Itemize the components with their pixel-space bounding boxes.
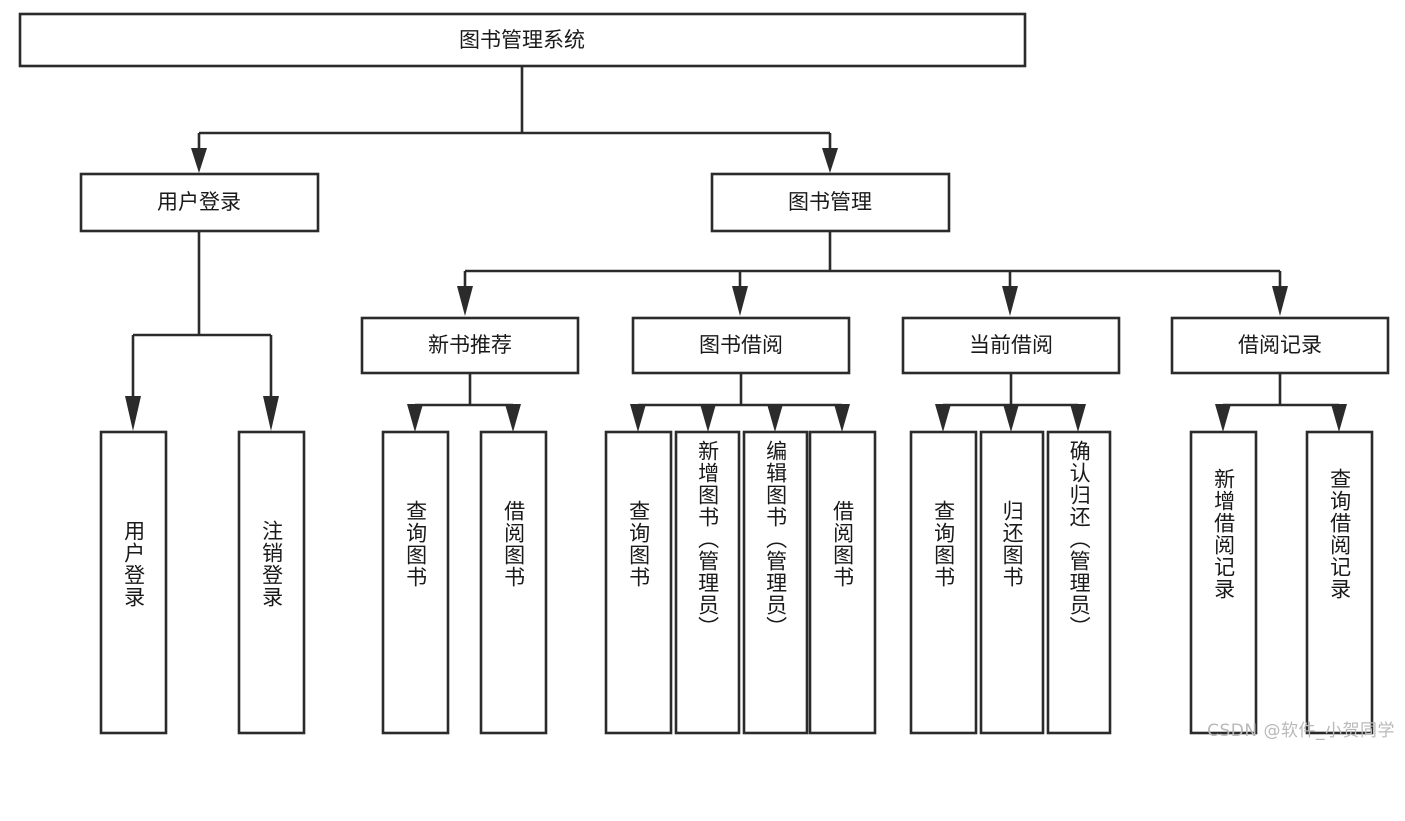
book-manage-label: 图书管理 — [788, 190, 872, 214]
leaf-box-return-book[interactable] — [979, 430, 1045, 735]
arrow-leaf-add-book — [700, 404, 716, 432]
node-root[interactable]: 图书管理系统 — [18, 12, 1027, 68]
connector-new-book-to-leaves — [407, 373, 521, 432]
arrow-leaf-query-book-1 — [407, 404, 423, 432]
connector-user-login-to-leaves — [125, 231, 279, 431]
leaf-box-edit-book[interactable] — [742, 430, 809, 735]
arrow-leaf-edit-book — [767, 404, 783, 432]
leaf-box-user-login[interactable] — [99, 430, 168, 735]
arrow-leaf-borrow-book-1 — [505, 404, 521, 432]
leaf-box-add-book[interactable] — [674, 430, 741, 735]
borrow-record-label: 借阅记录 — [1238, 333, 1322, 357]
root-box[interactable] — [18, 12, 1027, 68]
arrow-leaf-return-book — [1003, 404, 1019, 432]
user-login-label: 用户登录 — [157, 190, 241, 214]
tree-diagram: 图书管理系统 用户登录 图书管理 — [18, 12, 1390, 735]
root-label: 图书管理系统 — [459, 28, 585, 52]
leaf-box-query-record[interactable] — [1305, 430, 1374, 735]
node-book-manage[interactable]: 图书管理 — [710, 172, 951, 233]
leaf-box-query-book-2[interactable] — [604, 430, 673, 735]
diagram-canvas: 图书管理系统 用户登录 图书管理 — [18, 12, 1395, 741]
leaf-box-borrow-book-2[interactable] — [808, 430, 877, 735]
arrow-user-login — [191, 148, 207, 173]
arrow-book-manage — [822, 148, 838, 173]
arrow-book-borrow — [732, 286, 748, 316]
new-book-recommend-box[interactable] — [360, 316, 580, 375]
connector-current-borrow-to-leaves — [935, 373, 1086, 432]
current-borrow-box[interactable] — [901, 316, 1121, 375]
connector-root-to-level2 — [191, 66, 838, 173]
borrow-record-box[interactable] — [1170, 316, 1390, 375]
current-borrow-label: 当前借阅 — [969, 333, 1053, 357]
node-book-borrow[interactable]: 图书借阅 — [631, 316, 851, 375]
arrow-leaf-confirm-return — [1070, 404, 1086, 432]
arrow-leaf-query-book-3 — [935, 404, 951, 432]
node-borrow-record[interactable]: 借阅记录 — [1170, 316, 1390, 375]
arrow-current-borrow — [1002, 286, 1018, 316]
arrow-leaf-add-record — [1215, 404, 1231, 432]
arrow-borrow-record — [1272, 286, 1288, 316]
connector-borrow-record-to-leaves — [1215, 373, 1347, 432]
connector-book-manage-to-level3 — [457, 231, 1288, 316]
arrow-leaf-borrow-book-2 — [834, 404, 850, 432]
leaf-box-add-record[interactable] — [1189, 430, 1258, 735]
arrow-leaf-query-book-2 — [630, 404, 646, 432]
book-borrow-box[interactable] — [631, 316, 851, 375]
connector-book-borrow-to-leaves — [630, 373, 850, 432]
leaf-box-borrow-book-1[interactable] — [479, 430, 548, 735]
leaf-box-logout[interactable] — [237, 430, 306, 735]
arrow-leaf-logout — [263, 396, 279, 431]
new-book-recommend-label: 新书推荐 — [428, 333, 512, 357]
arrow-leaf-user-login — [125, 396, 141, 431]
leaf-box-confirm-return[interactable] — [1046, 430, 1112, 735]
arrow-leaf-query-record — [1331, 404, 1347, 432]
book-manage-box[interactable] — [710, 172, 951, 233]
watermark-text: CSDN @软件_小贺同学 — [1207, 721, 1395, 741]
node-new-book-recommend[interactable]: 新书推荐 — [360, 316, 580, 375]
node-current-borrow[interactable]: 当前借阅 — [901, 316, 1121, 375]
book-borrow-label: 图书借阅 — [699, 333, 783, 357]
arrow-new-book-recommend — [457, 286, 473, 316]
leaf-box-query-book-1[interactable] — [381, 430, 450, 735]
node-user-login[interactable]: 用户登录 — [79, 172, 320, 233]
leaf-box-query-book-3[interactable] — [909, 430, 978, 735]
